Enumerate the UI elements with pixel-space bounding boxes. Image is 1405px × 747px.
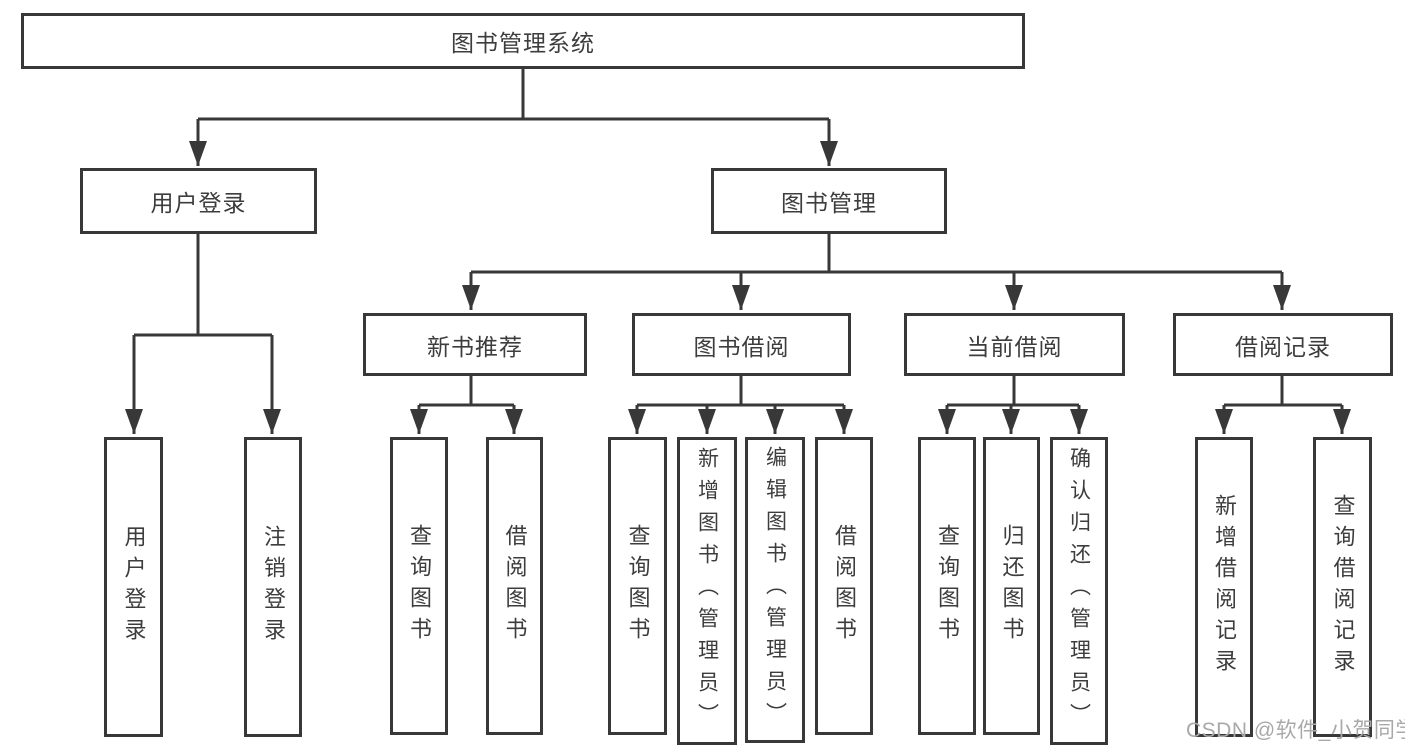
node-label: 确认归还（管理员） — [1067, 447, 1091, 735]
node-label: 新增借阅记录 — [1212, 494, 1237, 680]
node-label: 图书借阅 — [693, 333, 790, 360]
leaf-borrow-books: 借阅图书 — [815, 437, 873, 735]
node-label: 图书管理 — [781, 190, 877, 216]
node-label: 查询图书 — [407, 524, 432, 648]
leaf-confirm-return-admin: 确认归还（管理员） — [1050, 437, 1108, 745]
leaf-query-books-current: 查询图书 — [918, 437, 976, 735]
connector-user-login-children — [125, 234, 281, 434]
watermark: CSDN @软件_小贺同学 — [1186, 719, 1405, 742]
node-label: 当前借阅 — [966, 333, 1063, 360]
node-book-borrowing: 图书借阅 — [632, 313, 851, 376]
leaf-return-books: 归还图书 — [983, 437, 1040, 735]
node-label: 用户登录 — [150, 190, 247, 216]
node-user-login-branch: 用户登录 — [80, 168, 317, 234]
leaf-query-borrow-record: 查询借阅记录 — [1313, 437, 1372, 737]
connector-book-management-children — [462, 234, 1291, 310]
connector-borrow-record-children — [1215, 376, 1351, 434]
node-library-management-system: 图书管理系统 — [21, 13, 1025, 69]
node-label: 借阅记录 — [1235, 333, 1331, 360]
connector-new-book-children — [410, 376, 523, 434]
leaf-add-book-admin: 新增图书（管理员） — [677, 437, 737, 745]
leaf-query-books-borrow: 查询图书 — [608, 437, 667, 735]
node-label: 新书推荐 — [427, 333, 523, 360]
leaf-edit-book-admin: 编辑图书（管理员） — [745, 437, 805, 743]
leaf-query-books-recommend: 查询图书 — [390, 437, 448, 735]
connector-book-borrow-children — [628, 376, 853, 434]
node-label: 借阅图书 — [502, 524, 528, 648]
node-label: 新增图书（管理员） — [695, 447, 719, 735]
leaf-borrow-books-recommend: 借阅图书 — [486, 437, 543, 735]
node-book-management-branch: 图书管理 — [711, 168, 947, 234]
node-label: 查询图书 — [935, 524, 960, 648]
node-new-book-recommendation: 新书推荐 — [363, 313, 587, 376]
node-label: 注销登录 — [261, 525, 286, 649]
node-label: 归还图书 — [999, 524, 1025, 648]
node-borrowing-records: 借阅记录 — [1173, 313, 1393, 376]
node-label: 查询借阅记录 — [1330, 494, 1356, 680]
node-label: 用户登录 — [121, 525, 147, 649]
node-label: 编辑图书（管理员） — [763, 446, 787, 734]
connector-root-to-level2 — [189, 68, 838, 166]
node-label: 图书管理系统 — [451, 30, 595, 56]
connector-current-borrow-children — [938, 376, 1088, 434]
node-label: 借阅图书 — [832, 524, 857, 648]
leaf-add-borrow-record: 新增借阅记录 — [1195, 437, 1253, 737]
leaf-logout: 注销登录 — [244, 437, 302, 737]
leaf-user-login: 用户登录 — [104, 437, 163, 737]
node-label: 查询图书 — [625, 524, 651, 648]
node-current-borrowing: 当前借阅 — [904, 313, 1125, 376]
